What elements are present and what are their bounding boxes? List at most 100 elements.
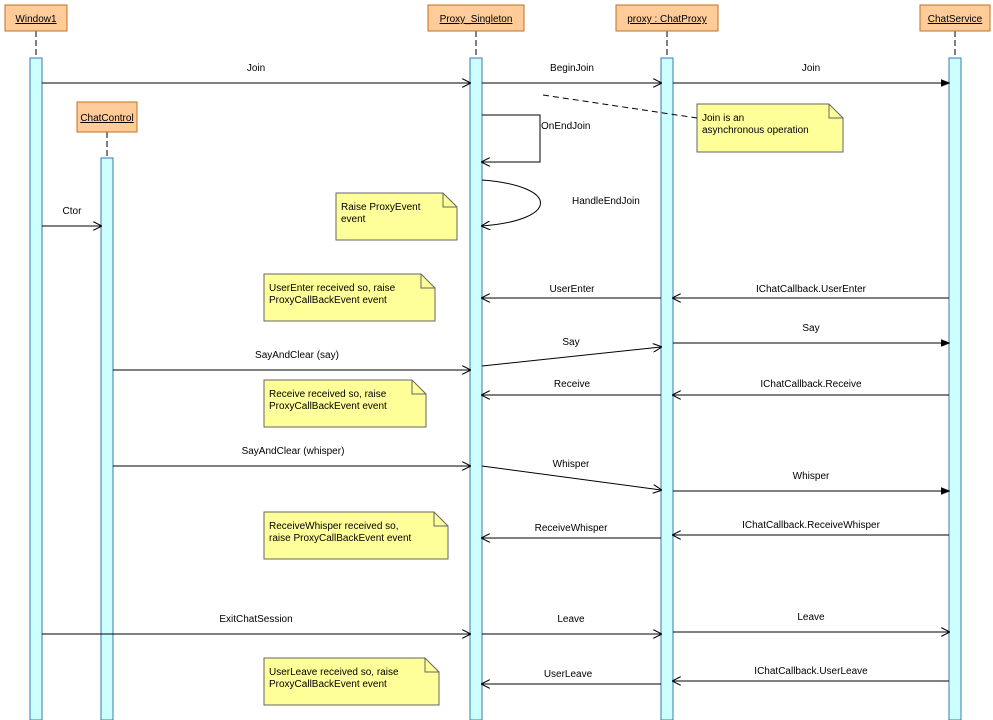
object-proxy_singleton: Proxy_Singleton <box>427 4 525 32</box>
note-userleave-note: UserLeave received so, raiseProxyCallBac… <box>263 657 440 706</box>
object-proxy_chatproxy: proxy : ChatProxy <box>615 4 719 32</box>
object-label: proxy : ChatProxy <box>627 14 706 25</box>
message-onendjoin: OnEndJoin <box>482 114 590 162</box>
message-label: OnEndJoin <box>541 121 590 132</box>
message-label: SayAndClear (whisper) <box>242 446 345 457</box>
note-line: UserEnter received so, raise <box>269 283 396 294</box>
message-label: Whisper <box>553 459 590 470</box>
message-label: IChatCallback.Receive <box>760 379 862 390</box>
note-userenter-note: UserEnter received so, raiseProxyCallBac… <box>263 273 436 322</box>
message-label: Join <box>247 63 265 74</box>
activation-bar-chatcontrol <box>100 157 114 720</box>
message-receive-cb: IChatCallback.Receive <box>673 379 949 395</box>
message-userleave: UserLeave <box>482 669 661 684</box>
note-line: asynchronous operation <box>702 125 809 136</box>
object-box <box>427 4 525 32</box>
note-line: Join is an <box>702 113 744 124</box>
note-line: ProxyCallBackEvent event <box>269 401 387 412</box>
message-label: IChatCallback.UserEnter <box>756 284 867 295</box>
object-chatservice: ChatService <box>919 4 991 32</box>
note-box <box>263 511 449 560</box>
object-window1: Window1 <box>4 4 68 32</box>
note-line: event <box>341 214 366 225</box>
note-fold <box>442 193 457 208</box>
note-line: ProxyCallBackEvent event <box>269 679 387 690</box>
message-receivewhisper-cb: IChatCallback.ReceiveWhisper <box>673 520 949 535</box>
message-say-1: Say <box>481 337 661 367</box>
note-box <box>696 103 844 153</box>
note-box <box>263 379 427 428</box>
note-line: ReceiveWhisper received so, <box>269 521 399 532</box>
message-label: BeginJoin <box>550 63 594 74</box>
object-box <box>615 4 719 32</box>
message-label: Leave <box>557 614 585 625</box>
message-label: HandleEndJoin <box>572 196 640 207</box>
activation-bar-window1 <box>29 57 43 720</box>
message-ctor: Ctor <box>42 206 101 226</box>
message-label: ExitChatSession <box>219 614 292 625</box>
note-box <box>335 192 458 241</box>
message-join-2: Join <box>673 63 949 83</box>
note-fold <box>424 658 439 673</box>
note-fold <box>420 274 435 289</box>
note-line: UserLeave received so, raise <box>269 667 399 678</box>
message-label: Say <box>802 323 819 334</box>
message-label: Say <box>562 337 579 348</box>
object-label: Window1 <box>15 14 57 25</box>
note-receive-note: Receive received so, raiseProxyCallBackE… <box>263 379 427 428</box>
activation-bar-proxy_singleton <box>469 57 483 720</box>
message-leave-1: Leave <box>482 614 661 634</box>
note-box <box>263 273 436 322</box>
message-whisper-2: Whisper <box>673 471 949 491</box>
message-arrow <box>481 347 661 367</box>
activation-bar-proxy_chatproxy <box>660 57 674 720</box>
note-line: raise ProxyCallBackEvent event <box>269 533 412 544</box>
message-label: Ctor <box>63 206 83 217</box>
note-fold <box>828 104 843 119</box>
object-label: ChatService <box>928 14 983 25</box>
message-userenter: UserEnter <box>482 284 661 298</box>
message-arrow <box>482 179 541 226</box>
message-sayandclear-whisper: SayAndClear (whisper) <box>113 446 470 466</box>
note-connector <box>542 94 698 119</box>
message-label: Leave <box>797 612 825 623</box>
message-userleave-cb: IChatCallback.UserLeave <box>673 666 949 681</box>
note-fold <box>411 380 426 395</box>
message-label: Join <box>802 63 820 74</box>
message-label: Whisper <box>793 471 830 482</box>
message-say-2: Say <box>673 323 949 343</box>
message-leave-2: Leave <box>673 612 949 632</box>
message-beginjoin: BeginJoin <box>482 63 661 83</box>
note-fold <box>433 512 448 527</box>
activation-bar-chatservice <box>948 57 962 720</box>
message-arrow <box>481 465 661 490</box>
message-label: UserEnter <box>549 284 595 295</box>
note-receivewhisper-note: ReceiveWhisper received so,raise ProxyCa… <box>263 511 449 560</box>
note-box <box>263 657 440 706</box>
message-label: IChatCallback.UserLeave <box>754 666 868 677</box>
message-label: ReceiveWhisper <box>535 523 608 534</box>
object-box <box>76 101 138 133</box>
message-label: SayAndClear (say) <box>255 350 339 361</box>
object-box <box>4 4 68 32</box>
message-sayandclear-say: SayAndClear (say) <box>113 350 470 370</box>
message-handleendjoin: HandleEndJoin <box>482 179 640 226</box>
message-userenter-cb: IChatCallback.UserEnter <box>673 284 949 298</box>
object-chatcontrol: ChatControl <box>76 101 138 133</box>
object-label: Proxy_Singleton <box>440 14 513 25</box>
message-label: Receive <box>554 379 591 390</box>
message-label: IChatCallback.ReceiveWhisper <box>742 520 881 531</box>
object-label: ChatControl <box>80 113 133 124</box>
message-join-1: Join <box>42 63 470 83</box>
message-whisper-1: Whisper <box>481 459 661 490</box>
message-label: UserLeave <box>544 669 593 680</box>
message-receivewhisper: ReceiveWhisper <box>482 523 661 538</box>
note-line: ProxyCallBackEvent event <box>269 295 387 306</box>
message-arrow <box>482 114 541 162</box>
note-line: Receive received so, raise <box>269 389 387 400</box>
message-receive: Receive <box>482 379 661 395</box>
object-box <box>919 4 991 32</box>
